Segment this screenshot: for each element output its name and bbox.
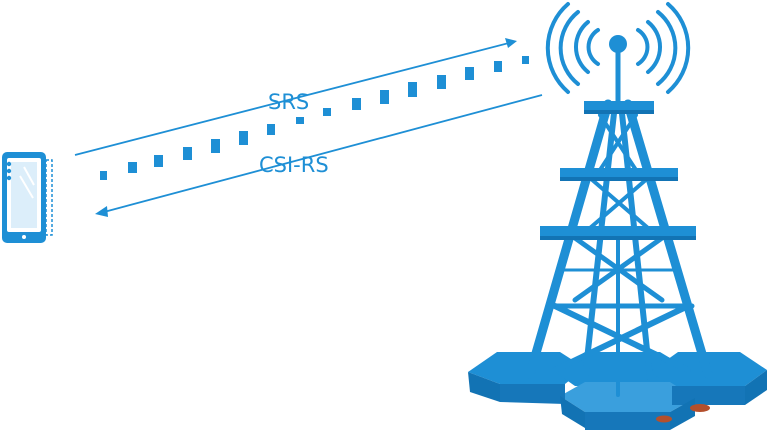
- beam-dash: [128, 162, 137, 173]
- antenna-tip: [609, 35, 627, 53]
- tower-base: [468, 352, 767, 430]
- radio-waves-icon: [545, 2, 691, 94]
- uplink-arrow: [74, 38, 517, 156]
- downlink-arrow: [95, 94, 543, 217]
- beam-dash: [408, 82, 417, 97]
- tower-platforms: [540, 101, 696, 240]
- beam-dash: [100, 171, 107, 180]
- csi-rs-label: CSI-RS: [259, 153, 329, 177]
- beam-dash: [465, 67, 474, 80]
- beam-dash: [211, 139, 220, 153]
- beam-dash: [380, 90, 389, 104]
- beam-dash: [352, 98, 361, 110]
- beam-dash: [267, 124, 275, 135]
- rust-spot: [690, 404, 710, 412]
- srs-label: SRS: [268, 90, 309, 114]
- beam-dash: [154, 155, 163, 167]
- beam-dash: [183, 147, 192, 160]
- smartphone-icon: [2, 152, 53, 243]
- beam-dash: [323, 108, 331, 116]
- cell-tower-icon: [525, 41, 713, 397]
- beam-dash: [494, 61, 502, 72]
- signal-beam: [100, 56, 529, 180]
- beam-dash: [437, 75, 446, 89]
- rust-spot: [656, 415, 672, 423]
- beam-dash: [239, 131, 248, 145]
- beam-dash: [522, 56, 529, 64]
- beam-dash: [296, 117, 304, 124]
